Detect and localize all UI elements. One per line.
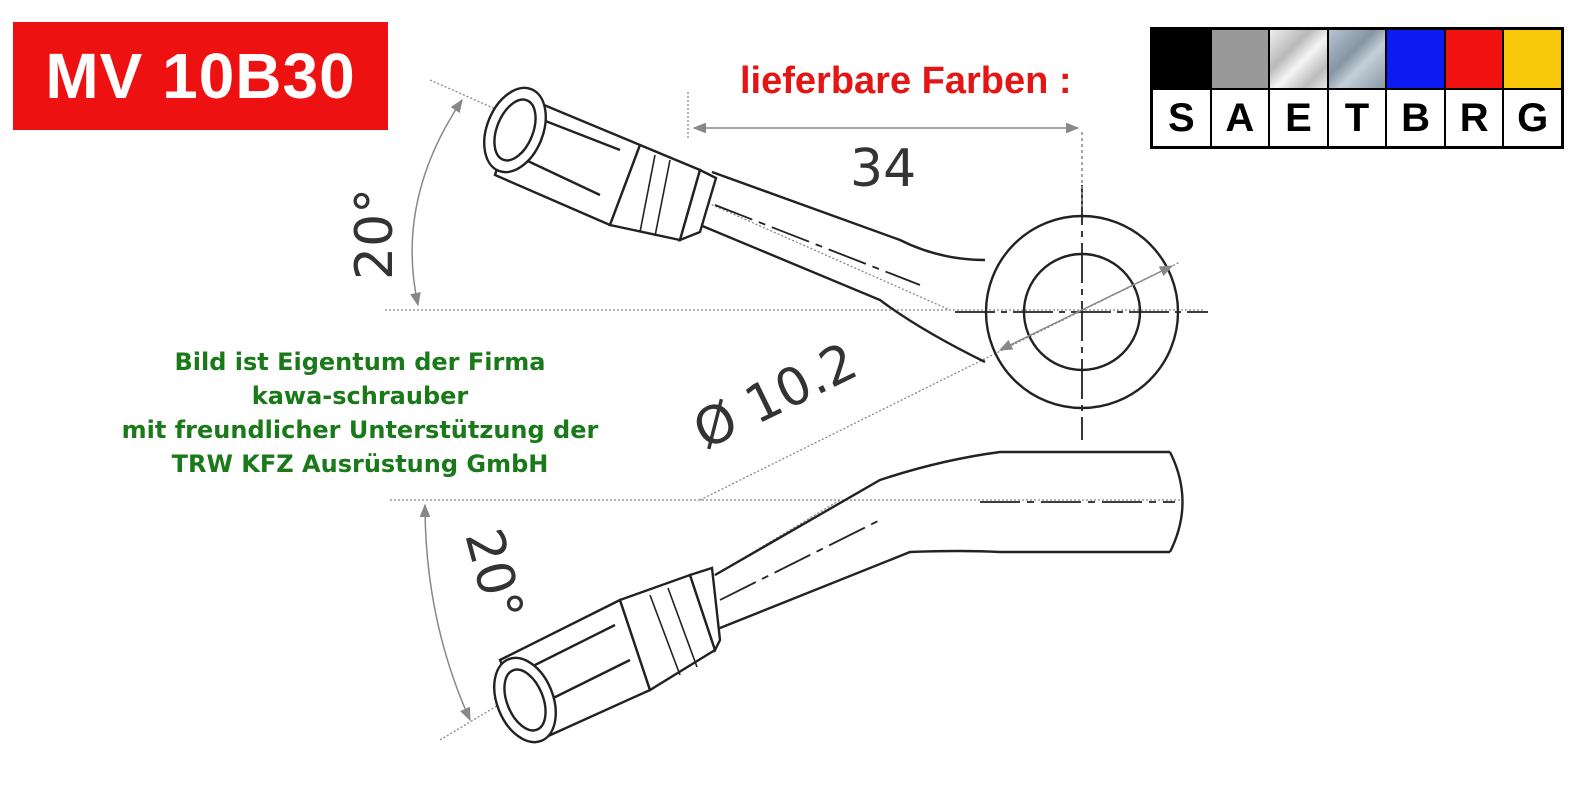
colors-label: lieferbare Farben : <box>740 60 1072 102</box>
color-swatch-table: S A E T B R G <box>1150 27 1564 149</box>
swatch-letter: T <box>1328 90 1386 146</box>
swatch-blue <box>1387 30 1444 88</box>
swatch-letter: R <box>1445 90 1503 146</box>
swatch-letter: G <box>1504 90 1561 146</box>
angle-label-top: 20° <box>345 188 405 280</box>
swatch-letter: B <box>1387 90 1444 146</box>
swatch-gold <box>1504 30 1561 88</box>
title-badge: MV 10B30 <box>13 22 388 130</box>
length-label: 34 <box>850 139 916 199</box>
swatch-letter: A <box>1211 90 1269 146</box>
lower-fitting <box>493 566 722 744</box>
swatch-letter: E <box>1270 90 1327 146</box>
upper-fitting <box>483 86 718 243</box>
credit-line-3: mit freundlicher Unterstützung der <box>121 416 599 444</box>
credit-line-2: kawa-schrauber <box>251 382 469 410</box>
banjo-eye <box>955 185 1208 440</box>
swatch-anthracite <box>1211 30 1269 88</box>
copyright-notice: Bild ist Eigentum der Firma kawa-schraub… <box>60 345 660 481</box>
swatch-steel <box>1270 30 1327 88</box>
upper-tube <box>699 170 986 364</box>
credit-line-4: TRW KFZ Ausrüstung GmbH <box>171 450 549 478</box>
credit-line-1: Bild ist Eigentum der Firma <box>174 348 546 376</box>
swatch-red <box>1445 30 1503 88</box>
swatch-black <box>1153 30 1210 88</box>
lower-tube <box>714 450 1184 632</box>
product-title: MV 10B30 <box>45 40 356 112</box>
swatch-letter: S <box>1153 90 1210 146</box>
dimension-lines <box>410 98 1174 722</box>
angle-label-bottom: 20° <box>452 523 534 628</box>
diameter-label: Ø 10.2 <box>684 332 866 462</box>
swatch-titanium <box>1328 30 1386 88</box>
